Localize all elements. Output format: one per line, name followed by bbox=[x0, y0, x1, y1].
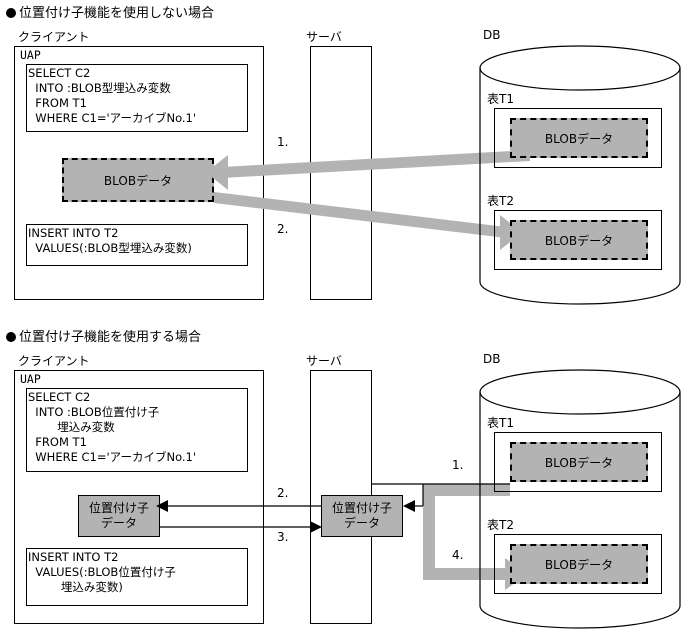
section-1-table1-box bbox=[494, 108, 662, 168]
section-1-table1-blob: BLOBデータ bbox=[510, 118, 648, 158]
section-2-server-locator-line2: データ bbox=[343, 516, 380, 530]
section-2-table1-label: 表T1 bbox=[487, 416, 514, 430]
section-2-db-cylinder-top bbox=[479, 369, 681, 415]
arrow-step-1-4-ushape bbox=[423, 484, 510, 580]
arrow-step-1-head bbox=[206, 155, 228, 190]
section-2-server-locator-line1: 位置付け子 bbox=[331, 501, 392, 515]
section-2-table1-box bbox=[494, 432, 662, 492]
section-1-insert-sql: INSERT INTO T2 VALUES(:BLOB型埋込み変数) bbox=[28, 226, 192, 255]
section-1-heading: 位置付け子機能を使用しない場合 bbox=[6, 6, 214, 21]
arrow-step-1 bbox=[222, 150, 530, 178]
section-2-client-box bbox=[14, 370, 264, 624]
section-2-table2-label: 表T2 bbox=[487, 518, 514, 532]
section-2-insert-sql-box bbox=[26, 548, 248, 606]
section-1-step-2-label: 2. bbox=[277, 222, 289, 236]
section-2-heading: 位置付け子機能を使用する場合 bbox=[6, 330, 201, 345]
section-1-step-1-label: 1. bbox=[277, 135, 289, 149]
section-1-db-cylinder-body bbox=[479, 68, 681, 305]
section-2-step-2-label: 2. bbox=[277, 486, 289, 500]
section-2-client-locator-line1: 位置付け子 bbox=[88, 501, 149, 515]
section-2-client-locator-box: 位置付け子 データ bbox=[78, 495, 160, 537]
bullet-icon bbox=[6, 8, 16, 18]
section-2-select-sql-box bbox=[26, 388, 248, 472]
section-2-client-locator-line2: データ bbox=[100, 516, 137, 530]
section-2-db-label: DB bbox=[483, 352, 501, 366]
section-2-server-locator-box: 位置付け子 データ bbox=[321, 495, 403, 537]
section-1-insert-sql-box bbox=[26, 224, 248, 266]
section-2-insert-sql: INSERT INTO T2 VALUES(:BLOB位置付け子 埋込み変数) bbox=[28, 550, 176, 594]
section-2-db-cylinder-body bbox=[479, 392, 681, 629]
section-2-table2-blob: BLOBデータ bbox=[510, 544, 648, 584]
section-1-table2-blob: BLOBデータ bbox=[510, 220, 648, 260]
section-2-table1-blob: BLOBデータ bbox=[510, 442, 648, 482]
section-1-uap-label: UAP bbox=[20, 48, 41, 62]
section-1-client-blob-box: BLOBデータ bbox=[62, 158, 214, 202]
section-2-select-sql: SELECT C2 INTO :BLOB位置付け子 埋込み変数 FROM T1 … bbox=[28, 390, 197, 464]
section-1-db-label: DB bbox=[483, 28, 501, 42]
section-2-table2-box bbox=[494, 534, 662, 594]
section-1-table2-label: 表T2 bbox=[487, 194, 514, 208]
bullet-icon-2 bbox=[6, 332, 16, 342]
section-2-step-1-label: 1. bbox=[452, 458, 464, 472]
section-2-step-3-label: 3. bbox=[277, 530, 289, 544]
section-1-table2-box bbox=[494, 210, 662, 270]
section-1-select-sql-box bbox=[26, 64, 248, 132]
arrow-step-2 bbox=[214, 192, 506, 238]
step-2-arrowhead bbox=[156, 500, 168, 512]
section-2-client-label: クライアント bbox=[18, 354, 90, 368]
section-2-server-label: サーバ bbox=[306, 354, 342, 368]
section-2-uap-label: UAP bbox=[20, 372, 41, 386]
section-1-client-label: クライアント bbox=[18, 30, 90, 44]
section-1-server-label: サーバ bbox=[306, 30, 342, 44]
locator-feed-arrowhead bbox=[403, 500, 415, 512]
section-1-table1-label: 表T1 bbox=[487, 92, 514, 106]
section-2-step-4-label: 4. bbox=[452, 548, 464, 562]
section-1-select-sql: SELECT C2 INTO :BLOB型埋込み変数 FROM T1 WHERE… bbox=[28, 66, 197, 125]
step-3-arrowhead bbox=[310, 521, 322, 533]
